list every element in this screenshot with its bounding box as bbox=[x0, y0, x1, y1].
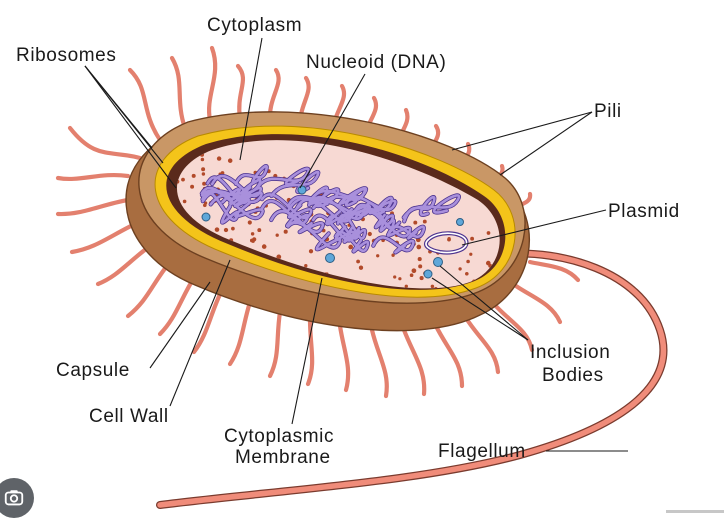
ribosome-dot bbox=[430, 284, 435, 289]
ribosome-dot bbox=[358, 265, 364, 270]
ribosome-dot bbox=[252, 237, 257, 242]
dna-strand bbox=[201, 190, 263, 208]
dna-strand bbox=[296, 198, 354, 226]
ribosome-dot bbox=[409, 273, 414, 278]
ribosome-dot bbox=[250, 232, 255, 236]
dna-strand bbox=[372, 236, 415, 254]
ribosome-dot bbox=[492, 325, 497, 330]
ribosome-dot bbox=[202, 181, 207, 186]
label-inclusion-line1: Inclusion bbox=[530, 342, 610, 363]
ribosome-dot bbox=[393, 275, 397, 279]
ribosome-dot bbox=[304, 264, 308, 268]
ribosome-dot bbox=[181, 177, 185, 182]
ribosome-dot bbox=[227, 158, 233, 163]
ribosome-dot bbox=[220, 171, 225, 175]
dna-strand bbox=[402, 195, 436, 223]
dna-strand bbox=[388, 225, 426, 240]
ribosome-dot bbox=[447, 237, 451, 242]
dna-strand bbox=[286, 221, 342, 251]
ribosome-dot bbox=[203, 201, 208, 205]
ribosome-dot bbox=[470, 236, 475, 241]
ribosome-dot bbox=[283, 229, 288, 234]
plasmid bbox=[423, 231, 469, 255]
dna-strand bbox=[256, 167, 310, 188]
label-cytoplasmic-line1: Cytoplasmic bbox=[224, 426, 334, 447]
ribosome-dot bbox=[257, 228, 262, 233]
ribosome-dot bbox=[458, 267, 462, 271]
ribosome-dot bbox=[391, 253, 395, 257]
ribosome-dot bbox=[422, 219, 427, 224]
ribosome-dot bbox=[308, 249, 314, 254]
camera-icon bbox=[4, 490, 24, 506]
ribosome-dot bbox=[417, 257, 422, 262]
dna-strand bbox=[201, 191, 240, 224]
ribosome-dot bbox=[466, 259, 470, 264]
ribosome-dot bbox=[469, 252, 473, 256]
ribosome-dot bbox=[433, 286, 438, 289]
dna-strand bbox=[286, 186, 329, 208]
ribosome-dot bbox=[465, 272, 469, 276]
label-capsule: Capsule bbox=[56, 360, 130, 381]
dna-strand bbox=[321, 187, 367, 208]
ribosome-dot bbox=[275, 233, 279, 237]
bottom-divider bbox=[666, 510, 724, 513]
ribosome-dot bbox=[247, 220, 252, 225]
ribosome-dot bbox=[413, 220, 418, 225]
ribosome-dot bbox=[376, 254, 380, 258]
ribosome-dot bbox=[201, 172, 206, 176]
label-inclusion-line2: Bodies bbox=[542, 365, 604, 386]
ribosome-dot bbox=[493, 322, 497, 326]
nucleoid-dna bbox=[199, 163, 462, 255]
dna-strand bbox=[269, 210, 325, 234]
ribosome-dot bbox=[348, 244, 354, 250]
ribosome-dot bbox=[356, 259, 361, 264]
ribosome-dot bbox=[231, 226, 235, 231]
labels: Cytoplasm Ribosomes Nucleoid (DNA) Pili … bbox=[16, 15, 680, 468]
dna-strand bbox=[260, 193, 313, 220]
ribosome-dot bbox=[191, 173, 196, 178]
ribosome-dot bbox=[411, 268, 417, 274]
ribosome-dot bbox=[200, 157, 205, 162]
label-nucleoid: Nucleoid (DNA) bbox=[306, 52, 446, 73]
ribosome-dot bbox=[223, 227, 229, 233]
ribosome-dot bbox=[419, 276, 424, 281]
ribosome-dot bbox=[404, 284, 408, 288]
label-cell-wall: Cell Wall bbox=[89, 406, 169, 427]
dna-strand bbox=[334, 230, 370, 253]
ribosome-dot bbox=[416, 244, 422, 250]
label-flagellum: Flagellum bbox=[438, 441, 526, 462]
label-cytoplasmic-line2: Membrane bbox=[235, 447, 331, 468]
ribosome-dot bbox=[261, 244, 267, 249]
ribosome-dot bbox=[485, 260, 491, 266]
ribosome-dot bbox=[201, 167, 206, 172]
label-ribosomes: Ribosomes bbox=[16, 45, 116, 66]
dna-strand bbox=[312, 200, 372, 218]
label-cytoplasm: Cytoplasm bbox=[207, 15, 302, 36]
image-search-icon[interactable] bbox=[0, 478, 34, 518]
ribosome-dot bbox=[398, 277, 402, 281]
ribosome-dot bbox=[190, 184, 195, 189]
ribosome-dot bbox=[367, 231, 372, 237]
leader-lines bbox=[84, 37, 628, 452]
ribosome-dot bbox=[214, 227, 220, 232]
ribosome-dot bbox=[418, 264, 423, 269]
ribosome-dot bbox=[486, 231, 491, 235]
label-pili: Pili bbox=[594, 101, 622, 122]
label-plasmid: Plasmid bbox=[608, 201, 680, 222]
ribosome-dot bbox=[182, 199, 187, 204]
ribosome-dot bbox=[276, 254, 282, 260]
dna-strand bbox=[270, 170, 320, 198]
ribosome-dot bbox=[216, 156, 222, 161]
